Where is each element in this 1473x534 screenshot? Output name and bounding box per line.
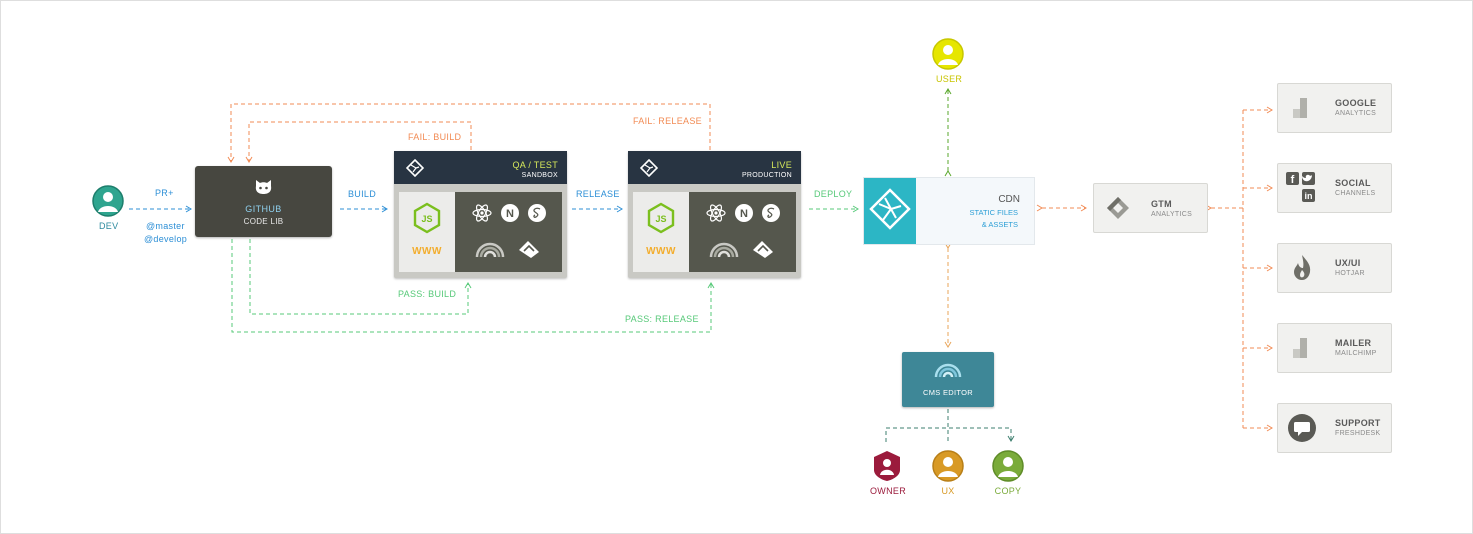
pass-release-path <box>231 239 715 333</box>
build-label: BUILD <box>348 189 377 199</box>
svg-text:JS: JS <box>421 214 432 224</box>
ux-avatar-icon <box>932 450 964 482</box>
live-environment[interactable]: LIVE PRODUCTION JS WWW N <box>628 151 801 278</box>
service-support[interactable]: SUPPORT FRESHDESK <box>1277 403 1392 453</box>
deploy-arrow-icon <box>753 241 773 258</box>
service-mailer[interactable]: MAILER MAILCHIMP <box>1277 323 1392 373</box>
service-name: SOCIAL <box>1335 178 1371 188</box>
react-icon <box>472 204 492 222</box>
pr-label: PR+ <box>155 188 174 198</box>
cms-editor-box[interactable]: CMS EDITOR <box>902 352 994 407</box>
svg-text:N: N <box>506 208 514 220</box>
service-name: SUPPORT <box>1335 418 1381 428</box>
github-box[interactable]: GITHUB CODE LIB <box>195 166 332 237</box>
user-avatar-icon <box>932 38 964 70</box>
gtm-sub: ANALYTICS <box>1151 211 1193 218</box>
dev-avatar-icon <box>92 185 124 217</box>
flame-icon <box>1294 255 1311 280</box>
nodejs-icon: JS <box>413 202 441 234</box>
branch-develop: @develop <box>144 234 188 244</box>
sass-icon <box>528 204 546 222</box>
rainbow-icon <box>475 242 505 258</box>
fail-release-path <box>227 103 711 163</box>
service-name: MAILER <box>1335 338 1372 348</box>
cdn-box[interactable]: CDN STATIC FILES & ASSETS <box>863 177 1035 245</box>
live-subtitle: PRODUCTION <box>741 172 792 179</box>
cdn-title: CDN <box>998 194 1020 205</box>
bar-chart-icon <box>1293 98 1307 118</box>
cdn-line1: STATIC FILES <box>969 208 1018 217</box>
service-sub: ANALYTICS <box>1335 110 1377 117</box>
owner-avatar-icon <box>874 451 900 481</box>
live-www: WWW <box>646 246 676 257</box>
cdn-line2: & ASSETS <box>981 220 1018 229</box>
qa-subtitle: SANDBOX <box>521 172 558 179</box>
fail-build-label: FAIL: BUILD <box>408 132 462 142</box>
qa-environment[interactable]: QA / TEST SANDBOX JS WWW N <box>394 151 567 278</box>
service-sub: FRESHDESK <box>1335 430 1381 437</box>
netlify-logo-icon <box>869 188 911 230</box>
owner-label: OWNER <box>870 486 906 496</box>
qa-title: QA / TEST <box>512 160 558 170</box>
svg-text:JS: JS <box>655 214 666 224</box>
copy-label: COPY <box>994 486 1022 496</box>
svg-text:N: N <box>740 208 748 220</box>
copy-avatar-icon <box>992 450 1024 482</box>
fail-build-path <box>245 121 472 163</box>
sass-icon <box>762 204 780 222</box>
gtm-name: GTM <box>1151 199 1172 209</box>
branch-master: @master <box>146 221 185 231</box>
service-social[interactable]: f in SOCIAL CHANNELS <box>1277 163 1392 213</box>
github-icon <box>255 180 272 194</box>
dev-label: DEV <box>99 221 119 231</box>
release-label: RELEASE <box>576 189 620 199</box>
nextjs-icon: N <box>735 204 753 222</box>
fail-release-label: FAIL: RELEASE <box>633 116 702 126</box>
nodejs-icon: JS <box>647 202 675 234</box>
svg-text:f: f <box>1291 174 1295 186</box>
netlify-icon <box>406 159 424 177</box>
pass-build-label: PASS: BUILD <box>398 289 457 299</box>
gtm-box[interactable]: GTM ANALYTICS <box>1093 183 1208 233</box>
deploy-arrow-icon <box>519 241 539 258</box>
cms-title: CMS EDITOR <box>923 388 973 397</box>
github-title: GITHUB <box>245 204 282 214</box>
chat-icon <box>1288 414 1316 442</box>
service-google[interactable]: GOOGLE ANALYTICS <box>1277 83 1392 133</box>
netlify-icon <box>640 159 658 177</box>
ux-label: UX <box>941 486 955 496</box>
rainbow-icon <box>934 363 962 378</box>
bar-chart-icon <box>1293 338 1307 358</box>
service-sub: MAILCHIMP <box>1335 350 1377 357</box>
pass-build-path <box>249 239 472 315</box>
live-title: LIVE <box>771 160 792 170</box>
pass-release-label: PASS: RELEASE <box>625 314 699 324</box>
user-label: USER <box>936 74 963 84</box>
social-icons: f in <box>1286 172 1315 202</box>
rainbow-icon <box>709 242 739 258</box>
service-name: UX/UI <box>1335 258 1361 268</box>
service-sub: HOTJAR <box>1335 270 1365 277</box>
svg-text:in: in <box>1305 191 1313 201</box>
service-uxui[interactable]: UX/UI HOTJAR <box>1277 243 1392 293</box>
gtm-icon <box>1107 197 1129 219</box>
service-sub: CHANNELS <box>1335 190 1376 197</box>
service-name: GOOGLE <box>1335 98 1377 108</box>
react-icon <box>706 204 726 222</box>
nextjs-icon: N <box>501 204 519 222</box>
qa-www: WWW <box>412 246 442 257</box>
deploy-label: DEPLOY <box>814 189 853 199</box>
github-subtitle: CODE LIB <box>243 217 284 226</box>
